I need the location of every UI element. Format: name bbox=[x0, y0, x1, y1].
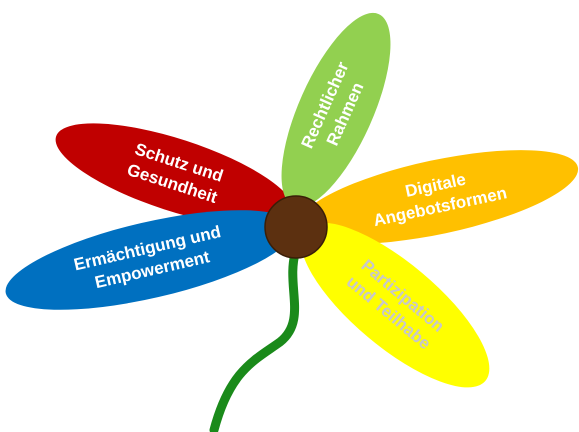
petal-shape bbox=[300, 222, 490, 388]
petal-shape bbox=[281, 12, 391, 208]
petal-shape bbox=[5, 210, 295, 310]
petal-partizipation-teilhabe: Partizipation und Teilhabe bbox=[300, 222, 490, 388]
petal-rechtlicher-rahmen: Rechtlicher Rahmen bbox=[281, 12, 391, 208]
petal-shape bbox=[297, 150, 579, 244]
petal-ermaechtigung-empowerment: Ermächtigung und Empowerment bbox=[5, 210, 295, 310]
petal-digitale-angebotsformen: Digitale Angebotsformen bbox=[297, 150, 579, 244]
flower-stem bbox=[209, 245, 301, 432]
petal-shape bbox=[55, 123, 295, 227]
flower-center bbox=[264, 195, 328, 259]
petal-schutz-gesundheit: Schutz und Gesundheit bbox=[55, 123, 295, 227]
